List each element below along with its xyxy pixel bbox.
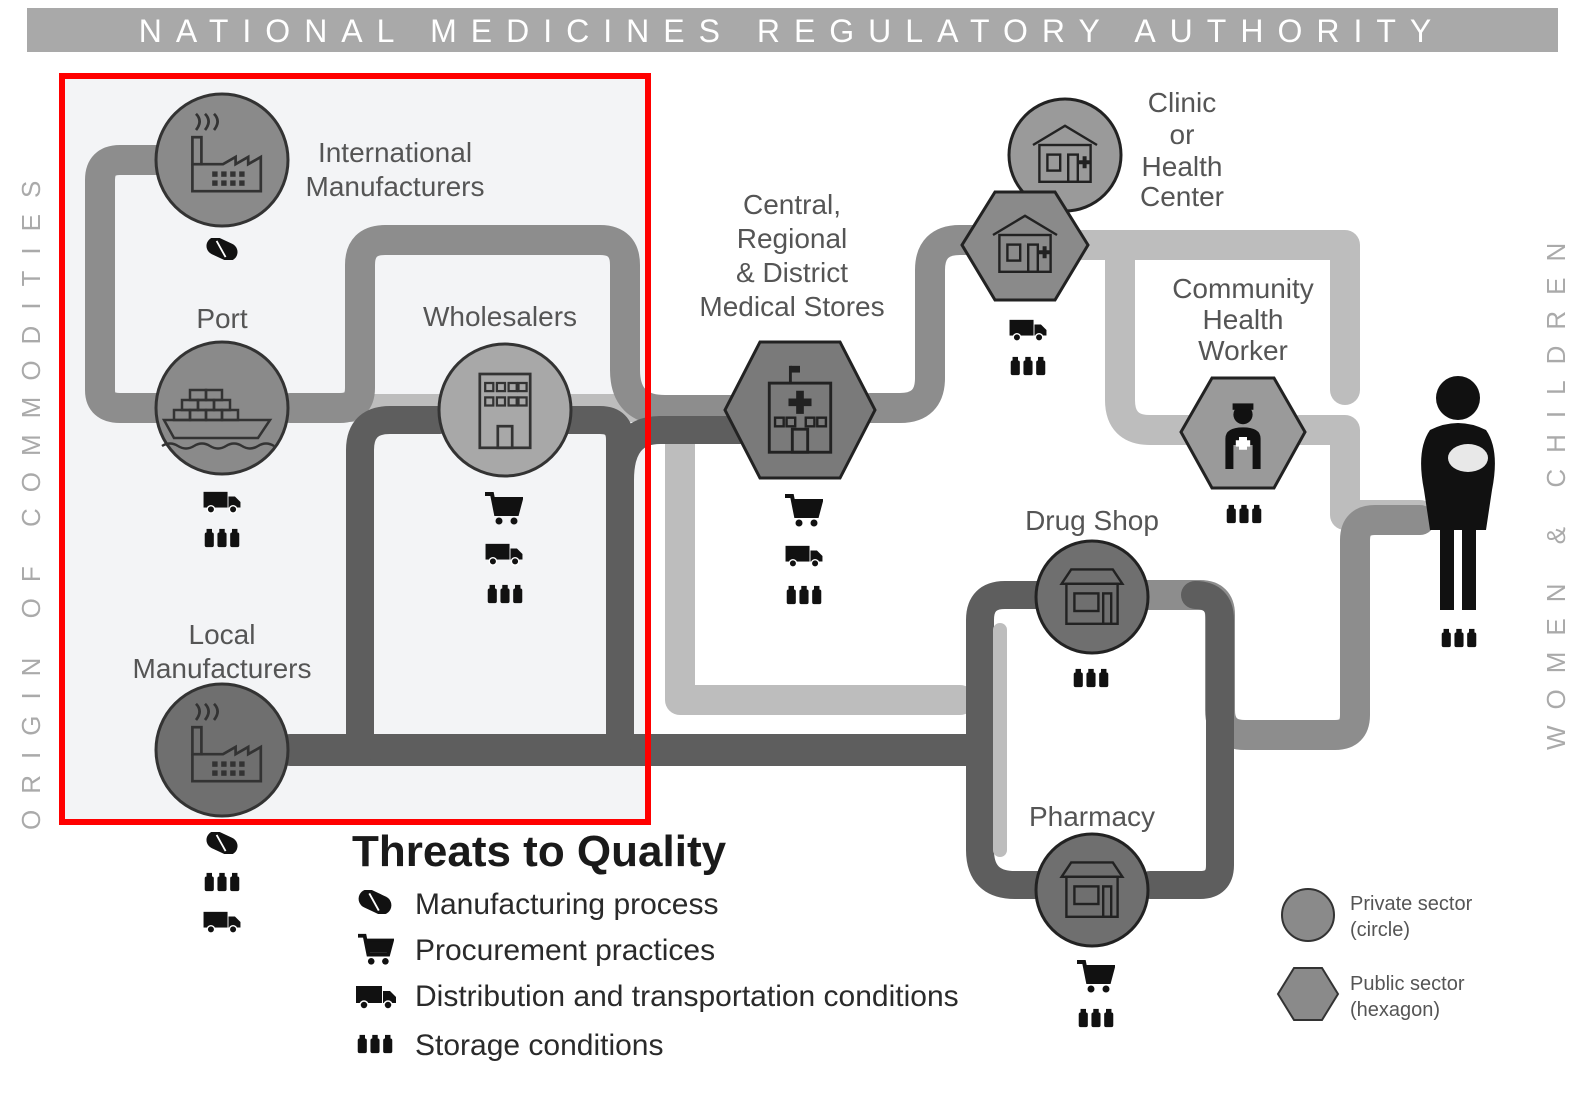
key-public-line1: Public sector — [1350, 973, 1465, 995]
bottles-icon — [786, 585, 822, 605]
bottles-icon — [1078, 1008, 1114, 1028]
chw-label-line1: Community — [1172, 273, 1314, 304]
clinic-label-line1: Clinic — [1148, 87, 1216, 118]
bottles-icon — [357, 1034, 393, 1054]
path-pharmacy-loop — [966, 581, 1234, 899]
threats-legend: Threats to Quality Manufacturing process… — [352, 827, 959, 1062]
legend-item-manufacturing: Manufacturing process — [415, 888, 719, 921]
path-port-to-stores-upper — [275, 225, 755, 425]
local-label-line1: Local — [189, 619, 256, 650]
sector-key: Private sector (circle) Public sector (h… — [1276, 888, 1473, 1021]
intl-label-line2: Manufacturers — [306, 171, 485, 202]
cart-icon — [783, 494, 823, 528]
stores-label-line2: Regional — [737, 223, 848, 254]
cart-icon — [1075, 960, 1115, 994]
node-pharmacy: Pharmacy — [1029, 801, 1155, 1028]
bottles-icon — [1010, 356, 1046, 376]
node-medical-stores: Central, Regional & District Medical Sto… — [699, 189, 885, 605]
bottles-icon — [487, 584, 523, 604]
child-icon — [1448, 444, 1488, 472]
stores-label-line1: Central, — [743, 189, 841, 220]
node-port: Port — [154, 303, 290, 548]
bottles-icon — [1073, 668, 1109, 688]
highlight-box — [59, 73, 651, 825]
stores-label-line4: Medical Stores — [699, 291, 884, 322]
bottles-icon — [204, 528, 240, 548]
node-local-manufacturers: Local Manufacturers — [133, 619, 312, 934]
truck-icon — [1008, 319, 1048, 342]
left-side-label: ORIGIN OF COMMODITIES — [16, 165, 46, 830]
node-drug-shop: Drug Shop — [1025, 505, 1159, 688]
path-drugshop-to-women — [1130, 505, 1435, 750]
key-public-line2: (hexagon) — [1350, 999, 1440, 1021]
chw-label-line3: Worker — [1198, 335, 1288, 366]
node-international-manufacturers: International Manufacturers — [154, 92, 485, 260]
path-clinic-to-chw — [1065, 230, 1360, 445]
node-women-children — [1421, 376, 1495, 648]
legend-item-distribution: Distribution and transportation conditio… — [415, 980, 959, 1013]
node-wholesalers: Wholesalers — [423, 301, 577, 604]
chw-label-line2: Health — [1203, 304, 1284, 335]
flow-paths — [85, 145, 1435, 899]
legend-item-procurement: Procurement practices — [415, 934, 715, 967]
cart-icon — [356, 933, 394, 966]
legend-title: Threats to Quality — [352, 827, 727, 876]
bottles-icon — [1226, 504, 1262, 524]
path-intl-to-port — [85, 145, 175, 423]
port-label: Port — [196, 303, 248, 334]
bottles-icon — [204, 872, 240, 892]
clinic-label-line2: or — [1170, 119, 1195, 150]
truck-icon — [202, 911, 242, 934]
wholesalers-label: Wholesalers — [423, 301, 577, 332]
header-title: NATIONAL MEDICINES REGULATORY AUTHORITY — [139, 13, 1445, 49]
intl-label-line1: International — [318, 137, 472, 168]
legend-item-storage: Storage conditions — [415, 1029, 664, 1062]
clinic-label-line3: Health — [1142, 151, 1223, 182]
drugshop-label: Drug Shop — [1025, 505, 1159, 536]
pill-icon — [204, 832, 240, 854]
clinic-label-line4: Center — [1140, 181, 1224, 212]
path-local-to-wholesaler — [346, 406, 454, 764]
node-community-health-worker: Community Health Worker — [1172, 273, 1314, 524]
key-private-line2: (circle) — [1350, 919, 1410, 941]
truck-icon — [355, 985, 397, 1010]
local-label-line2: Manufacturers — [133, 653, 312, 684]
path-stores-to-clinic — [855, 225, 990, 423]
public-sector-hexagon-icon — [1276, 967, 1340, 1021]
path-wholesaler-to-local-branch — [551, 406, 754, 754]
pharmacy-label: Pharmacy — [1029, 801, 1155, 832]
stores-label-line3: & District — [736, 257, 848, 288]
path-chw-to-women — [1285, 415, 1435, 530]
pill-icon — [356, 890, 394, 914]
truck-icon — [784, 545, 824, 568]
private-sector-circle-icon — [1281, 888, 1335, 942]
key-private-line1: Private sector — [1350, 893, 1473, 915]
right-side-label: WOMEN & CHILDREN — [1541, 227, 1571, 750]
node-clinic: Clinic or Health Center — [960, 87, 1224, 376]
header-band — [27, 8, 1558, 52]
bottles-icon — [1441, 628, 1477, 648]
